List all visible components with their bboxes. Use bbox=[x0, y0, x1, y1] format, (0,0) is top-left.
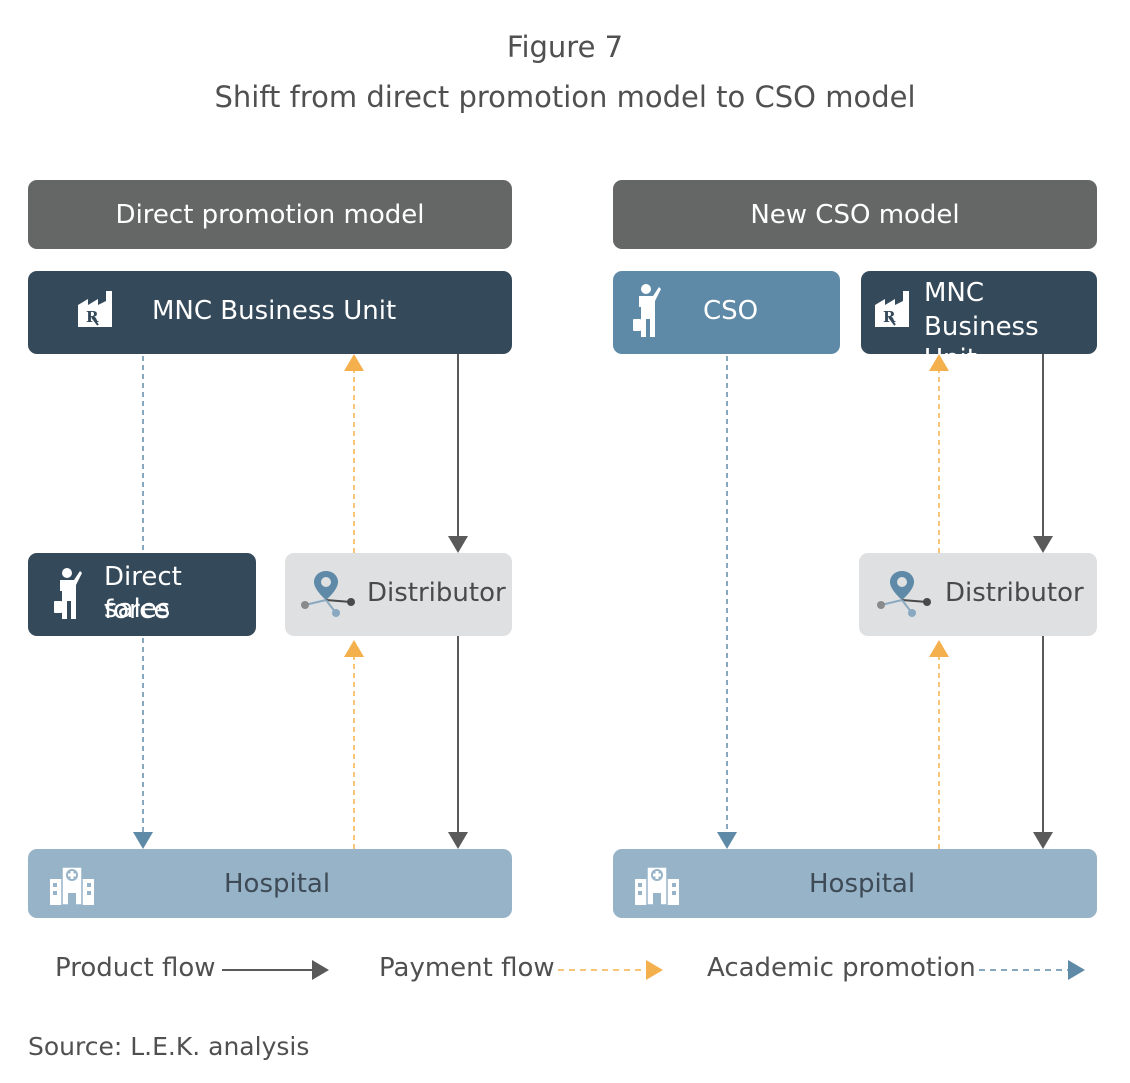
left-distributor-label: Distributor bbox=[367, 578, 506, 608]
right-cso-box: CSO bbox=[613, 271, 840, 354]
left-payment-flow-arrow bbox=[344, 354, 364, 849]
left-model-header-label: Direct promotion model bbox=[115, 199, 425, 230]
figure-title: Shift from direct promotion model to CSO… bbox=[214, 80, 916, 114]
right-model-header-label: New CSO model bbox=[750, 199, 960, 230]
left-product-flow-arrow bbox=[448, 354, 468, 849]
left-distributor-box: Distributor bbox=[285, 553, 512, 636]
legend-product-flow-label: Product flow bbox=[55, 953, 216, 983]
map-pin-network-icon bbox=[301, 571, 355, 617]
right-payment-flow-arrow bbox=[929, 354, 949, 849]
right-academic-promotion-arrow bbox=[717, 356, 737, 849]
left-mnc-label: MNC Business Unit bbox=[152, 296, 397, 326]
left-mnc-box: R MNC Business Unit bbox=[28, 271, 512, 354]
right-hospital-label: Hospital bbox=[809, 869, 916, 899]
left-sales-force-line2: force bbox=[104, 595, 170, 625]
right-hospital-box: Hospital bbox=[613, 849, 1097, 918]
map-pin-network-icon bbox=[877, 571, 931, 617]
source-note: Source: L.E.K. analysis bbox=[28, 1032, 310, 1061]
right-mnc-box: R MNC Business Unit bbox=[861, 271, 1097, 374]
factory-rx-icon: R bbox=[875, 291, 909, 327]
legend-payment-flow-arrow bbox=[558, 960, 663, 980]
right-distributor-label: Distributor bbox=[945, 578, 1084, 608]
hospital-icon bbox=[635, 866, 679, 905]
left-academic-promotion-arrow bbox=[133, 356, 153, 849]
salesperson-icon bbox=[633, 284, 661, 337]
left-sales-force-box: Direct sales force bbox=[28, 553, 256, 636]
legend-academic-promotion-label: Academic promotion bbox=[707, 953, 976, 983]
right-product-flow-arrow bbox=[1033, 354, 1053, 849]
right-cso-label: CSO bbox=[703, 296, 759, 326]
figure-label: Figure 7 bbox=[506, 30, 624, 64]
right-mnc-line1: MNC bbox=[924, 278, 985, 308]
legend-payment-flow-label: Payment flow bbox=[379, 953, 555, 983]
left-hospital-box: Hospital bbox=[28, 849, 512, 918]
legend-product-flow-arrow bbox=[222, 960, 329, 980]
legend-academic-promotion-arrow bbox=[979, 960, 1085, 980]
right-model-header: New CSO model bbox=[613, 180, 1097, 249]
factory-rx-icon: R bbox=[78, 291, 112, 327]
right-distributor-box: Distributor bbox=[859, 553, 1097, 636]
left-sales-force-line1: Direct sales bbox=[104, 562, 182, 624]
left-model-header: Direct promotion model bbox=[28, 180, 512, 249]
left-hospital-label: Hospital bbox=[224, 869, 331, 899]
hospital-icon bbox=[50, 866, 94, 905]
salesperson-icon bbox=[54, 568, 82, 619]
